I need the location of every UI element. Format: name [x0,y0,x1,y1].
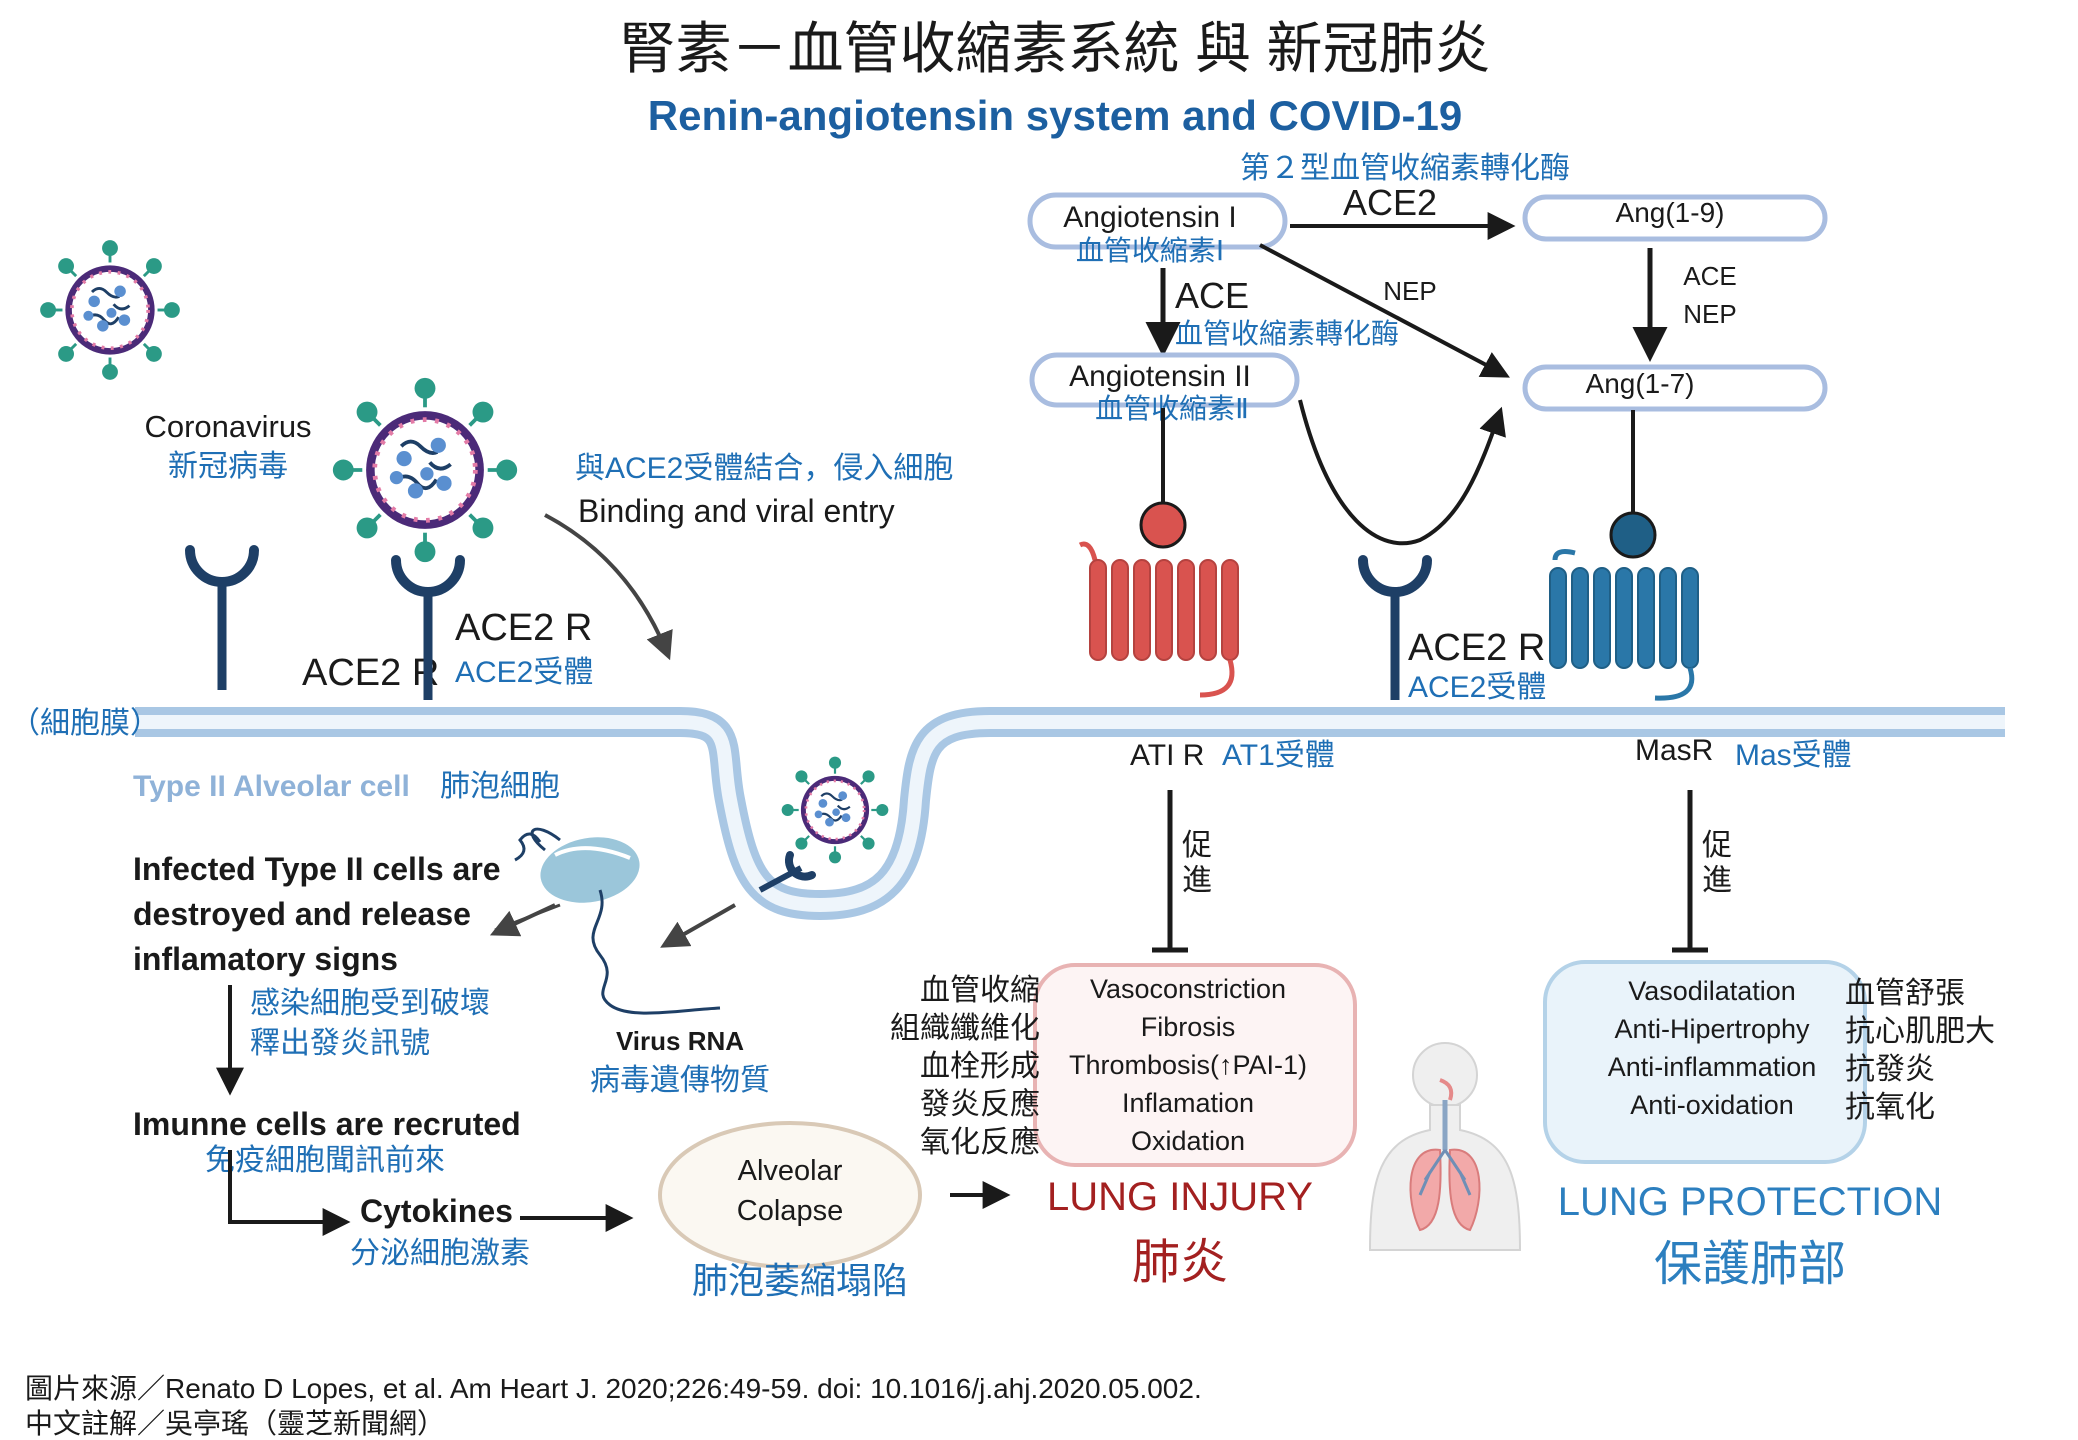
virus-rna-icon [514,827,721,1015]
protection-en-4: Anti-oxidation [1630,1090,1794,1120]
cytokines-label-en: Cytokines [360,1193,513,1229]
binding-label-en: Binding and viral entry [578,493,895,529]
ace2r-right-label-en: ACE2 R [1408,627,1545,669]
masr-label-zh: Mas受體 [1735,739,1852,772]
ace-right-label: ACE [1683,261,1736,291]
injury-en-4: Inflamation [1122,1088,1254,1118]
lung-injury-title-en: LUNG INJURY [1047,1175,1313,1219]
ace-label-zh: 血管收縮素轉化酶 [1175,318,1399,349]
ace2r-right-label-zh: ACE2受體 [1408,671,1546,704]
mas-receptor-icon [1549,549,1699,701]
ang19-label: Ang(1-9) [1616,197,1725,228]
nep-arrow [1259,243,1510,378]
protection-zh-4: 抗氧化 [1845,1091,1935,1124]
binding-arrow [544,513,673,661]
ace2-receptor-left-icon [190,550,254,690]
injury-zh-5: 氧化反應 [920,1126,1040,1159]
coronavirus-label-en: Coronavirus [144,409,311,444]
infected-line-2: destroyed and release [133,896,471,932]
cell-label-en: Type II Alveolar cell [133,770,410,803]
coronavirus-large-icon [333,378,517,562]
title-zh: 腎素－血管收縮素系統 與 新冠肺炎 [619,17,1490,80]
ace-label: ACE [1175,275,1249,316]
ace2-enzyme-zh: 第２型血管收縮素轉化酶 [1240,152,1570,185]
ace2r-mid-label-en: ACE2 R [455,607,592,649]
ang2-box [1029,352,1300,408]
ang1-label-en: Angiotensin I [1063,201,1236,234]
lung-protection-title-zh: 保護肺部 [1654,1238,1846,1291]
collapse-line-1: Alveolar [738,1155,843,1187]
footer-source: 圖片來源／Renato D Lopes, et al. Am Heart J. … [25,1373,1202,1404]
footer-annotation: 中文註解／吳亭瑤（靈芝新聞網） [25,1408,445,1439]
virus-rna-label-en: Virus RNA [616,1026,744,1056]
ace2-label: ACE2 [1343,182,1437,223]
immune-label-zh: 免疫細胞聞訊前來 [205,1144,445,1177]
infected-zh-2: 釋出發炎訊號 [250,1027,430,1060]
binding-label-zh: 與ACE2受體結合，侵入細胞 [575,452,953,485]
injury-en-2: Fibrosis [1141,1012,1236,1042]
at1r-promote-1: 促 [1182,829,1212,862]
injury-en-3: Thrombosis(↑PAI-1) [1069,1050,1307,1080]
collapse-line-2: Colapse [737,1195,843,1227]
membrane-label: （細胞膜） [10,707,160,740]
cell-to-rna-arrow [660,903,736,948]
coronavirus-label-zh: 新冠病毒 [168,450,288,483]
ang2-label-zh: 血管收縮素Ⅱ [1095,393,1249,424]
lung-injury-box [1033,963,1357,1167]
infected-line-1: Infected Type II cells are [133,851,501,887]
alveolar-collapse-bubble [658,1121,922,1269]
protection-en-3: Anti-inflammation [1608,1052,1817,1082]
protection-en-2: Anti-Hipertrophy [1614,1014,1810,1044]
nep-right-label: NEP [1683,299,1736,329]
title-en: Renin-angiotensin system and COVID-19 [648,92,1463,139]
protection-zh-3: 抗發炎 [1845,1053,1935,1086]
coronavirus-small-icon [38,238,182,382]
cell-label-zh: 肺泡細胞 [440,770,560,803]
at1r-label-en: ATI R [1130,739,1204,772]
lung-protection-box [1543,960,1867,1164]
injury-en-5: Oxidation [1131,1126,1245,1156]
ace2r-left-label: ACE2 R [302,652,439,694]
at1r-promote-2: 進 [1182,864,1212,897]
ang19-box [1522,194,1828,242]
protection-zh-1: 血管舒張 [1845,977,1965,1010]
masr-promote-1: 促 [1702,829,1732,862]
immune-label-en: Imunne cells are recruted [133,1106,521,1142]
ang2-ligand-icon [1139,501,1187,549]
injury-zh-2: 組織纖維化 [890,1012,1040,1045]
cytokines-label-zh: 分泌細胞激素 [350,1237,530,1270]
ang17-label: Ang(1-7) [1586,368,1695,399]
human-lungs-icon [1368,1042,1522,1251]
coronavirus-entry-icon [780,755,890,865]
protection-en-1: Vasodilatation [1628,976,1796,1006]
protection-zh-2: 抗心肌肥大 [1845,1015,1995,1048]
ang2-label-en: Angiotensin II [1069,360,1251,393]
masr-label-en: MasR [1635,734,1713,767]
ang1-label-zh: 血管收縮素Ⅰ [1076,235,1224,266]
ang1-box [1027,192,1288,250]
lung-injury-title-zh: 肺炎 [1132,1236,1228,1289]
ang17-ligand-icon [1609,511,1657,559]
injury-zh-3: 血栓形成 [920,1050,1040,1083]
lung-protection-title-en: LUNG PROTECTION [1558,1180,1942,1224]
at1r-label-zh: AT1受體 [1222,739,1335,772]
nep-label: NEP [1383,276,1436,306]
infected-zh-1: 感染細胞受到破壞 [250,987,490,1020]
injury-zh-4: 發炎反應 [920,1088,1040,1121]
ace2r-mid-label-zh: ACE2受體 [455,656,593,689]
ace2-ang2-to-ang17-arrow [1298,399,1506,546]
at1-receptor-icon [1078,541,1239,698]
injury-en-1: Vasoconstriction [1090,974,1286,1004]
virus-rna-label-zh: 病毒遺傳物質 [590,1064,770,1097]
ang17-box [1522,364,1828,412]
masr-promote-2: 進 [1702,864,1732,897]
infected-line-3: inflamatory signs [133,941,398,977]
immune-to-cytokines-arrow [228,1150,351,1236]
collapse-label-zh: 肺泡萎縮塌陷 [692,1260,908,1301]
injury-zh-1: 血管收縮 [920,974,1040,1007]
